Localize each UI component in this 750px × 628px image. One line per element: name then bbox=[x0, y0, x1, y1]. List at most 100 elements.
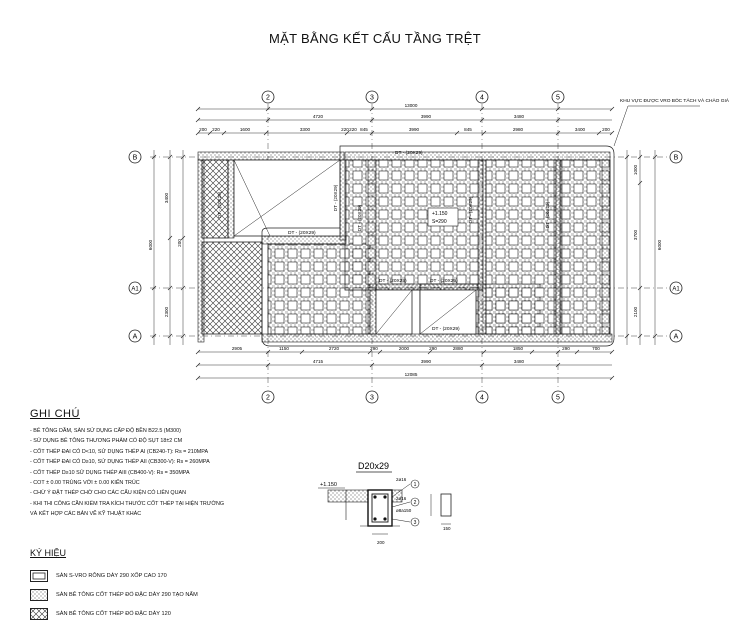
dim-bottom-detail-10: 700 bbox=[592, 346, 600, 351]
axis-bubble-bottom-5: 5 bbox=[551, 390, 565, 404]
dim-text-bottom: 2905 1150 2720 290 2000 290 2880 1850 29… bbox=[232, 346, 600, 377]
note-item: - CỐT THÉP ĐAI CÓ D<10, SỬ DỤNG THÉP AI … bbox=[30, 448, 209, 455]
svg-text:2: 2 bbox=[266, 95, 270, 102]
void-slab-zone-b bbox=[344, 159, 484, 291]
axis-bubble-bottom-2: 2 bbox=[261, 390, 275, 404]
dimension-lines bbox=[153, 108, 656, 379]
legend-swatch-void-slab bbox=[30, 569, 48, 582]
axis-bubble-bottom-4: 4 bbox=[475, 390, 489, 404]
dim-right-overall: 6000 bbox=[657, 239, 662, 250]
legend-row-dotted-slab: SÀN BÊ TÔNG CỐT THÉP ĐỔ ĐẶC DÀY 290 TẠO … bbox=[30, 585, 330, 604]
slab-level-tag: +1.150 S=290 bbox=[427, 207, 459, 227]
svg-text:B: B bbox=[674, 155, 679, 162]
dim-top-detail-4: 3300 bbox=[300, 127, 311, 132]
dim-bottom-detail-2: 1150 bbox=[279, 346, 289, 351]
section-level: +1.150 bbox=[320, 482, 337, 488]
solid-slab-left-top bbox=[201, 159, 229, 239]
grid-axis-bubbles: 2 3 4 5 2 3 4 5 B A1 A B A1 A bbox=[128, 90, 683, 404]
solid-slab-left-bottom bbox=[201, 241, 263, 335]
axis-bubble-left-A: A bbox=[128, 329, 142, 343]
dim-right-part-3: 2100 bbox=[633, 306, 638, 317]
legend-swatch-solid-slab bbox=[30, 607, 48, 620]
dim-top-detail-2: 220 bbox=[212, 127, 220, 132]
dim-top-detail-11: 3400 bbox=[575, 127, 586, 132]
stirrup-detail bbox=[440, 493, 452, 517]
notes-heading: GHI CHÚ bbox=[30, 408, 80, 420]
notes-list: - BÊ TÔNG DẦM, SÀN SỬ DỤNG CẤP ĐỘ BỀN B2… bbox=[30, 426, 350, 520]
dim-bottom-detail-6: 290 bbox=[429, 346, 437, 351]
svg-text:5: 5 bbox=[556, 95, 560, 102]
beam-label-mid: DT - (20X29) bbox=[288, 230, 316, 236]
note-item: - CỐT THÉP D≥10 SỬ DỤNG THÉP AIII (CB400… bbox=[30, 469, 190, 476]
dim-bottom-detail-3: 2720 bbox=[329, 346, 340, 351]
beam-top-right bbox=[344, 151, 611, 161]
svg-text:150: 150 bbox=[443, 526, 451, 531]
vbeam-label-5: DT - (20X29) bbox=[545, 201, 550, 228]
note-item: - KHI THI CÔNG CẦN KIỂM TRA KÍCH THƯỚC C… bbox=[30, 500, 225, 507]
axis-bubble-right-A1: A1 bbox=[669, 281, 683, 295]
vro-area-annotation: KHU VỰC ĐƯỢC VRO BÓC TÁCH VÀ CHÀO GIÁ bbox=[620, 97, 730, 104]
dim-top-overall: 13000 bbox=[405, 103, 418, 108]
svg-text:5: 5 bbox=[556, 395, 560, 402]
dim-bottom-detail-5: 2000 bbox=[399, 346, 410, 351]
vbeam-label-1: DT - (20X29) bbox=[217, 191, 222, 218]
dim-bottom-detail-4: 290 bbox=[370, 346, 378, 351]
beam-void-left bbox=[339, 159, 347, 241]
beam-mid-left bbox=[261, 235, 347, 245]
svg-text:2: 2 bbox=[414, 500, 417, 506]
dim-left-part-3: 2300 bbox=[164, 306, 169, 317]
svg-text:3: 3 bbox=[370, 95, 374, 102]
rebar-spec-2: 2ø16 bbox=[396, 496, 407, 501]
legend-label: SÀN S-VRO RỖNG DÀY 290 XỐP CAO 170 bbox=[56, 572, 167, 579]
dim-top-detail-12: 200 bbox=[602, 127, 610, 132]
svg-text:3: 3 bbox=[414, 520, 417, 526]
svg-text:B: B bbox=[133, 155, 138, 162]
beam-column-5 bbox=[553, 159, 563, 335]
svg-text:A: A bbox=[674, 334, 679, 341]
note-item: - CỐT THÉP ĐAI CÓ D≥10, SỬ DỤNG THÉP AII… bbox=[30, 459, 210, 466]
dim-bottom-detail-7: 2880 bbox=[453, 346, 464, 351]
dim-right-part-2: 3700 bbox=[633, 229, 638, 240]
dim-top-detail-5: 220 bbox=[341, 127, 349, 132]
beam-label-a1-right: DT - (20X29) bbox=[430, 278, 458, 284]
svg-text:S=290: S=290 bbox=[432, 219, 447, 225]
beam-bottom bbox=[261, 333, 613, 343]
legend-label: SÀN BÊ TÔNG CỐT THÉP ĐỔ ĐẶC DÀY 120 bbox=[56, 610, 171, 617]
vbeam-label-3: DT - (20X29) bbox=[357, 204, 362, 231]
axis-bubble-top-2: 2 bbox=[261, 90, 275, 104]
dim-bottom-main-1: 4715 bbox=[313, 359, 324, 364]
legend-row-solid-slab: SÀN BÊ TÔNG CỐT THÉP ĐỔ ĐẶC DÀY 120 bbox=[30, 604, 330, 623]
svg-text:A1: A1 bbox=[672, 287, 680, 293]
vertical-beam-labels: DT - (20X29) DT - (20X29) DT - (20X29) D… bbox=[217, 184, 550, 231]
beams bbox=[197, 151, 613, 343]
dimension-ticks bbox=[151, 106, 658, 381]
dim-top-main-1: 4720 bbox=[313, 114, 324, 119]
legend-swatch-dotted-slab bbox=[30, 588, 48, 601]
note-item: - CHỪ Ý ĐẶT THÉP CHỜ CHO CÁC CẤU KIỆN CÓ… bbox=[30, 490, 186, 497]
axis-bubble-top-5: 5 bbox=[551, 90, 565, 104]
dim-top-detail-6: 220 bbox=[349, 127, 357, 132]
beam-stair-edge bbox=[227, 159, 235, 239]
beam-top-left bbox=[197, 151, 345, 161]
beam-right-edge bbox=[601, 159, 611, 335]
section-title: D20x29 bbox=[358, 461, 389, 471]
dim-left-part-1: 3400 bbox=[164, 192, 169, 203]
svg-text:3: 3 bbox=[370, 395, 374, 402]
beam-label-a1: DT - (20X29) bbox=[379, 278, 407, 284]
dim-top-detail-7: 845 bbox=[360, 127, 368, 132]
note-item: - BÊ TÔNG DẦM, SÀN SỬ DỤNG CẤP ĐỘ BỀN B2… bbox=[30, 428, 181, 434]
dim-text-sides: 6000 3400 200 2300 6000 1000 3700 2100 bbox=[148, 164, 662, 317]
axis-bubble-right-B: B bbox=[669, 150, 683, 164]
svg-text:A: A bbox=[133, 334, 138, 341]
dim-left-part-2: 200 bbox=[177, 239, 182, 247]
legend-heading: KÝ HIỆU bbox=[30, 548, 67, 558]
notes-section: GHI CHÚ - BÊ TÔNG DẦM, SÀN SỬ DỤNG CẤP Đ… bbox=[30, 408, 350, 520]
legend-row-void-slab: SÀN S-VRO RỖNG DÀY 290 XỐP CAO 170 bbox=[30, 566, 330, 585]
vbeam-label-4: DT - (20X29) bbox=[468, 196, 473, 223]
axis-bubble-left-A1: A1 bbox=[128, 281, 142, 295]
dim-top-detail-9: 845 bbox=[464, 127, 472, 132]
svg-text:+1.150: +1.150 bbox=[432, 211, 448, 217]
beam-labels: DT - (20X29) DT - (20X29) DT - (20X29) D… bbox=[288, 150, 460, 332]
dim-bottom-main-3: 3480 bbox=[514, 359, 525, 364]
